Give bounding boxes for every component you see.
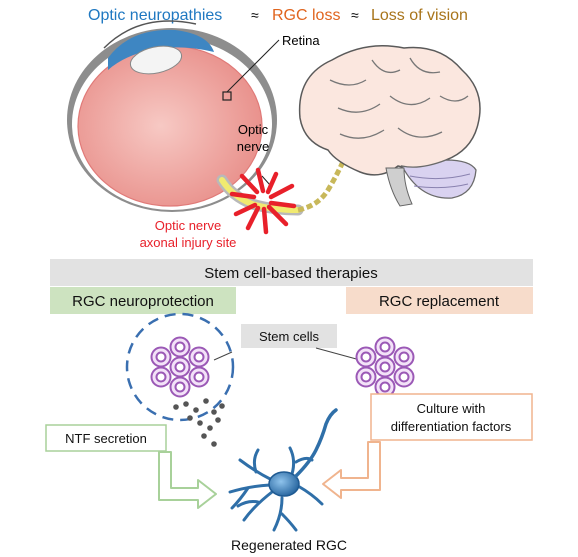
neuron-axon	[294, 408, 338, 478]
ntf-particle	[211, 409, 217, 415]
stem-cell-icon	[150, 346, 172, 368]
ntf-particle	[173, 404, 179, 410]
optic-nerve-pointer-line	[261, 175, 271, 186]
stem-cell-icon	[355, 366, 377, 388]
header-optic-neuropathies: Optic neuropathies	[88, 7, 222, 24]
ntf-particle	[207, 425, 213, 431]
stem-cell-icon	[169, 376, 191, 398]
stem-cell-icon	[188, 366, 210, 388]
stem-cell-icon	[393, 346, 415, 368]
eyeball-interior	[77, 45, 263, 207]
stem-cell-icon	[393, 366, 415, 388]
replacement-box	[346, 287, 533, 314]
stem-cell-icon	[169, 356, 191, 378]
culture-label: Culture with	[417, 401, 486, 416]
header: Optic neuropathies ≈ RGC loss ≈ Loss of …	[88, 7, 468, 24]
ntf-particle	[215, 417, 221, 423]
stem-cell-icon	[150, 366, 172, 388]
brain-folds	[329, 57, 469, 139]
regenerated-rgc-neuron-icon	[228, 408, 338, 532]
brain-illustration	[298, 45, 481, 207]
eye-labels: Retina Optic nerve	[237, 33, 321, 154]
therapies-title-bar	[50, 259, 533, 286]
header-rgc-loss: RGC loss	[272, 7, 340, 24]
header-loss-of-vision: Loss of vision	[371, 7, 468, 24]
stem-cell-icon	[188, 346, 210, 368]
ntf-particle	[183, 401, 189, 407]
injury-burst-icon	[229, 167, 297, 235]
brain-stem	[385, 167, 413, 207]
neuron-dendrites	[228, 446, 324, 532]
ntf-particle	[187, 415, 193, 421]
ntf-particle	[197, 420, 203, 426]
stem-cell-cluster-left	[150, 336, 210, 398]
stem-cell-cluster-right	[355, 336, 415, 398]
green-arrow-icon	[158, 451, 217, 509]
peach-arrow-icon	[322, 441, 381, 499]
replacement-label: RGC replacement	[379, 293, 500, 310]
stem-cell-icon	[374, 356, 396, 378]
culture-box	[370, 393, 533, 441]
injury-site-label: Optic nerve	[155, 218, 221, 233]
cerebellum-folds	[409, 173, 471, 189]
neuroprotection-label: RGC neuroprotection	[72, 293, 214, 310]
iris-icon	[108, 29, 214, 70]
neuron-soma	[268, 471, 300, 497]
header-approx-symbol: ≈	[351, 7, 359, 23]
ntf-particle	[201, 433, 207, 439]
lens-icon	[129, 45, 183, 75]
optic-nerve-label: nerve	[237, 139, 270, 154]
ntf-secretion-label: NTF secretion	[65, 431, 147, 446]
optic-nerve-label: Optic	[238, 122, 269, 137]
encapsulation-circle	[125, 312, 235, 422]
ntf-secretion-box	[45, 424, 167, 452]
optic-tract	[297, 149, 351, 213]
injury-site-label: axonal injury site	[140, 235, 237, 250]
neuroprotection-box	[50, 287, 236, 314]
stem-cell-icon	[374, 336, 396, 358]
retina-pointer-line	[226, 39, 280, 93]
regenerated-rgc-label: Regenerated RGC	[231, 537, 347, 553]
stem-cells-pointer-left	[213, 351, 233, 361]
ntf-particle	[193, 407, 199, 413]
ntf-particle	[211, 441, 217, 447]
therapies-title: Stem cell-based therapies	[204, 265, 377, 282]
stem-cells-label: Stem cells	[259, 329, 319, 344]
stem-cell-icon	[355, 346, 377, 368]
header-approx-symbol: ≈	[251, 7, 259, 23]
ntf-particle	[219, 403, 225, 409]
retina-label: Retina	[282, 33, 320, 48]
ntf-particles	[173, 398, 225, 447]
stem-cell-icon	[169, 336, 191, 358]
culture-label: differentiation factors	[391, 419, 512, 434]
eye-illustration	[67, 20, 351, 216]
cornea-outline	[103, 20, 197, 49]
injury-rays	[229, 167, 297, 235]
stem-cells-pointer-right	[315, 347, 361, 361]
brain-cerebrum	[298, 45, 481, 176]
ntf-particle	[203, 398, 209, 404]
stem-cells-box	[241, 324, 337, 348]
